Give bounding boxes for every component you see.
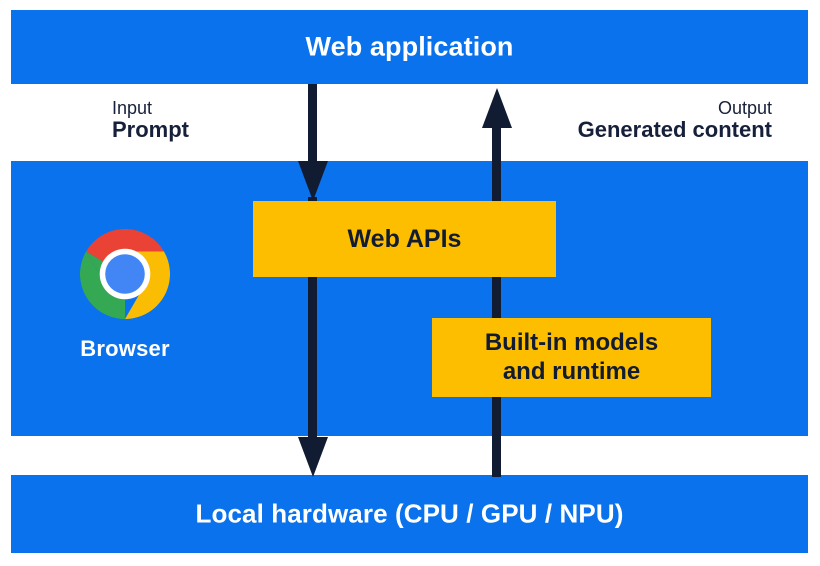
- output-value: Generated content: [577, 117, 772, 143]
- layer-local-hardware: Local hardware (CPU / GPU / NPU): [11, 475, 808, 553]
- built-in-models-line1: Built-in models: [484, 328, 659, 356]
- web-apis-label: Web APIs: [347, 224, 462, 253]
- browser-identity: Browser: [55, 228, 195, 362]
- output-arrow-shaft: [492, 126, 501, 477]
- web-apis-box: Web APIs: [253, 201, 556, 277]
- input-arrow-head-lower: [298, 437, 328, 477]
- built-in-models-line2: and runtime: [502, 357, 641, 385]
- input-flow-label: Input Prompt: [112, 98, 189, 143]
- output-arrow-head: [482, 88, 512, 128]
- output-kind: Output: [717, 98, 772, 118]
- input-arrow-shaft-upper: [308, 84, 317, 164]
- input-value: Prompt: [112, 117, 189, 143]
- output-flow-label: Output Generated content: [578, 98, 772, 143]
- input-arrow-shaft-lower: [308, 197, 317, 439]
- built-in-models-label: Built-in models and runtime: [485, 329, 658, 387]
- input-arrow-head-upper: [298, 161, 328, 201]
- built-in-models-box: Built-in models and runtime: [432, 318, 711, 397]
- chrome-logo-icon: [79, 228, 171, 320]
- local-hardware-label: Local hardware (CPU / GPU / NPU): [195, 498, 624, 529]
- web-application-label: Web application: [305, 31, 514, 62]
- layer-web-application: Web application: [11, 10, 808, 84]
- browser-label: Browser: [80, 336, 170, 361]
- input-kind: Input: [112, 98, 153, 118]
